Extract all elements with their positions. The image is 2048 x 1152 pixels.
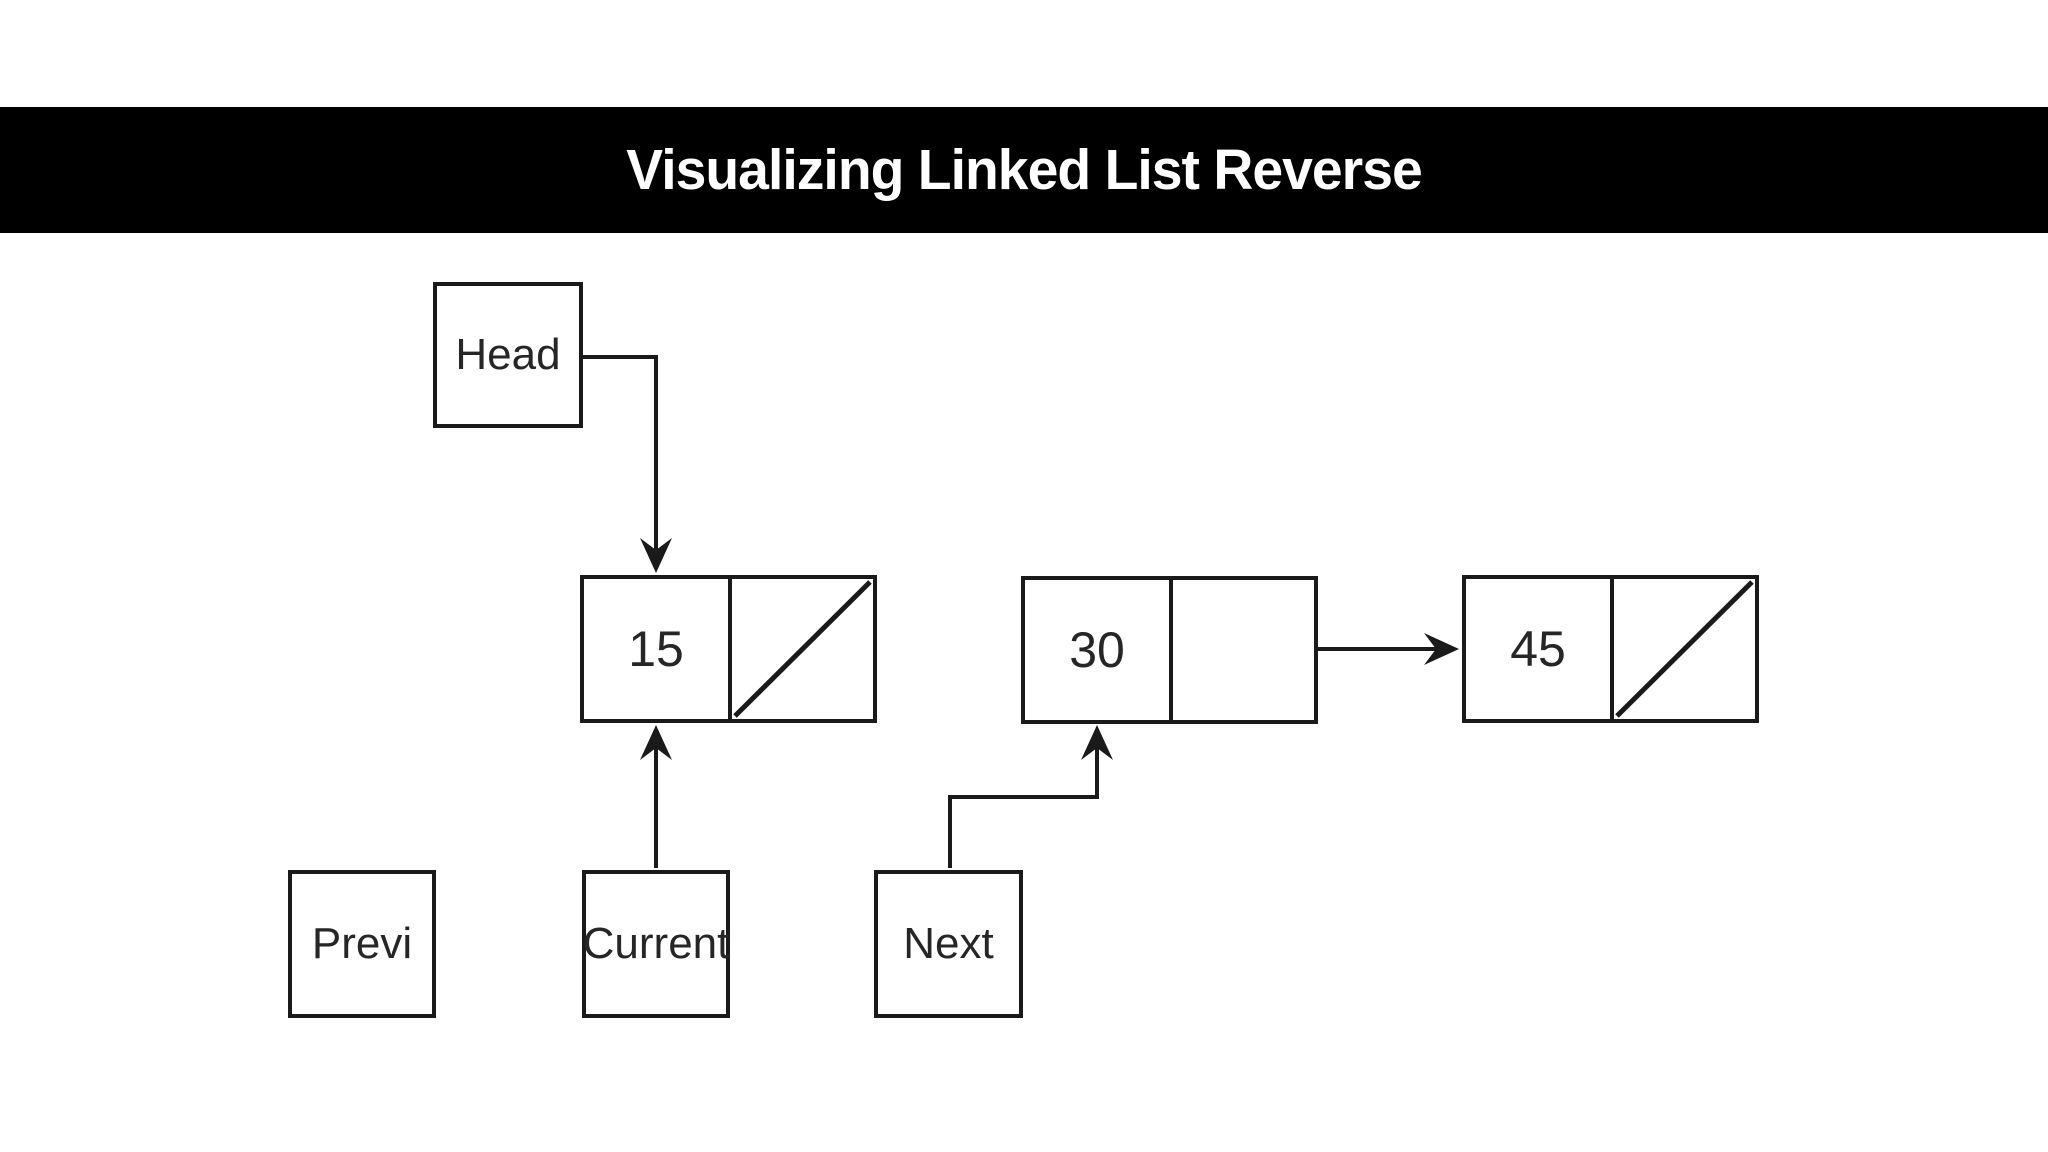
node-30-next-cell — [1173, 580, 1314, 720]
null-slash-icon — [1615, 580, 1754, 718]
node-30: 30 — [1021, 576, 1318, 724]
node-15-next-cell — [732, 579, 873, 719]
edge-current-to-node15 — [640, 725, 672, 868]
node-45-value-cell: 45 — [1466, 579, 1614, 719]
head-label: Head — [455, 330, 561, 379]
previous-box: Previ — [288, 870, 436, 1018]
arrowhead-right-icon — [1424, 633, 1459, 665]
node-45-next-cell — [1614, 579, 1755, 719]
arrowhead-up-icon — [1081, 725, 1113, 760]
null-slash-icon — [733, 580, 872, 718]
arrowhead-down-icon — [640, 538, 672, 573]
title-banner: Visualizing Linked List Reverse — [0, 107, 2048, 233]
node-15-value-cell: 15 — [584, 579, 732, 719]
current-box: Current — [582, 870, 730, 1018]
current-label: Current — [582, 919, 730, 968]
edge-node30-to-node45 — [1317, 633, 1459, 665]
next-box: Next — [874, 870, 1023, 1018]
node-15: 15 — [580, 575, 877, 723]
next-label: Next — [903, 919, 994, 968]
page-title: Visualizing Linked List Reverse — [626, 138, 1422, 202]
head-box: Head — [433, 282, 583, 428]
node-30-value-cell: 30 — [1025, 580, 1173, 720]
arrowhead-up-icon — [640, 725, 672, 760]
edge-head-to-node15 — [583, 355, 672, 573]
node-value: 15 — [628, 621, 684, 677]
edge-next-to-node30 — [948, 725, 1113, 868]
node-value: 30 — [1069, 622, 1125, 678]
node-value: 45 — [1510, 621, 1566, 677]
previous-label: Previ — [311, 919, 413, 968]
node-45: 45 — [1462, 575, 1759, 723]
